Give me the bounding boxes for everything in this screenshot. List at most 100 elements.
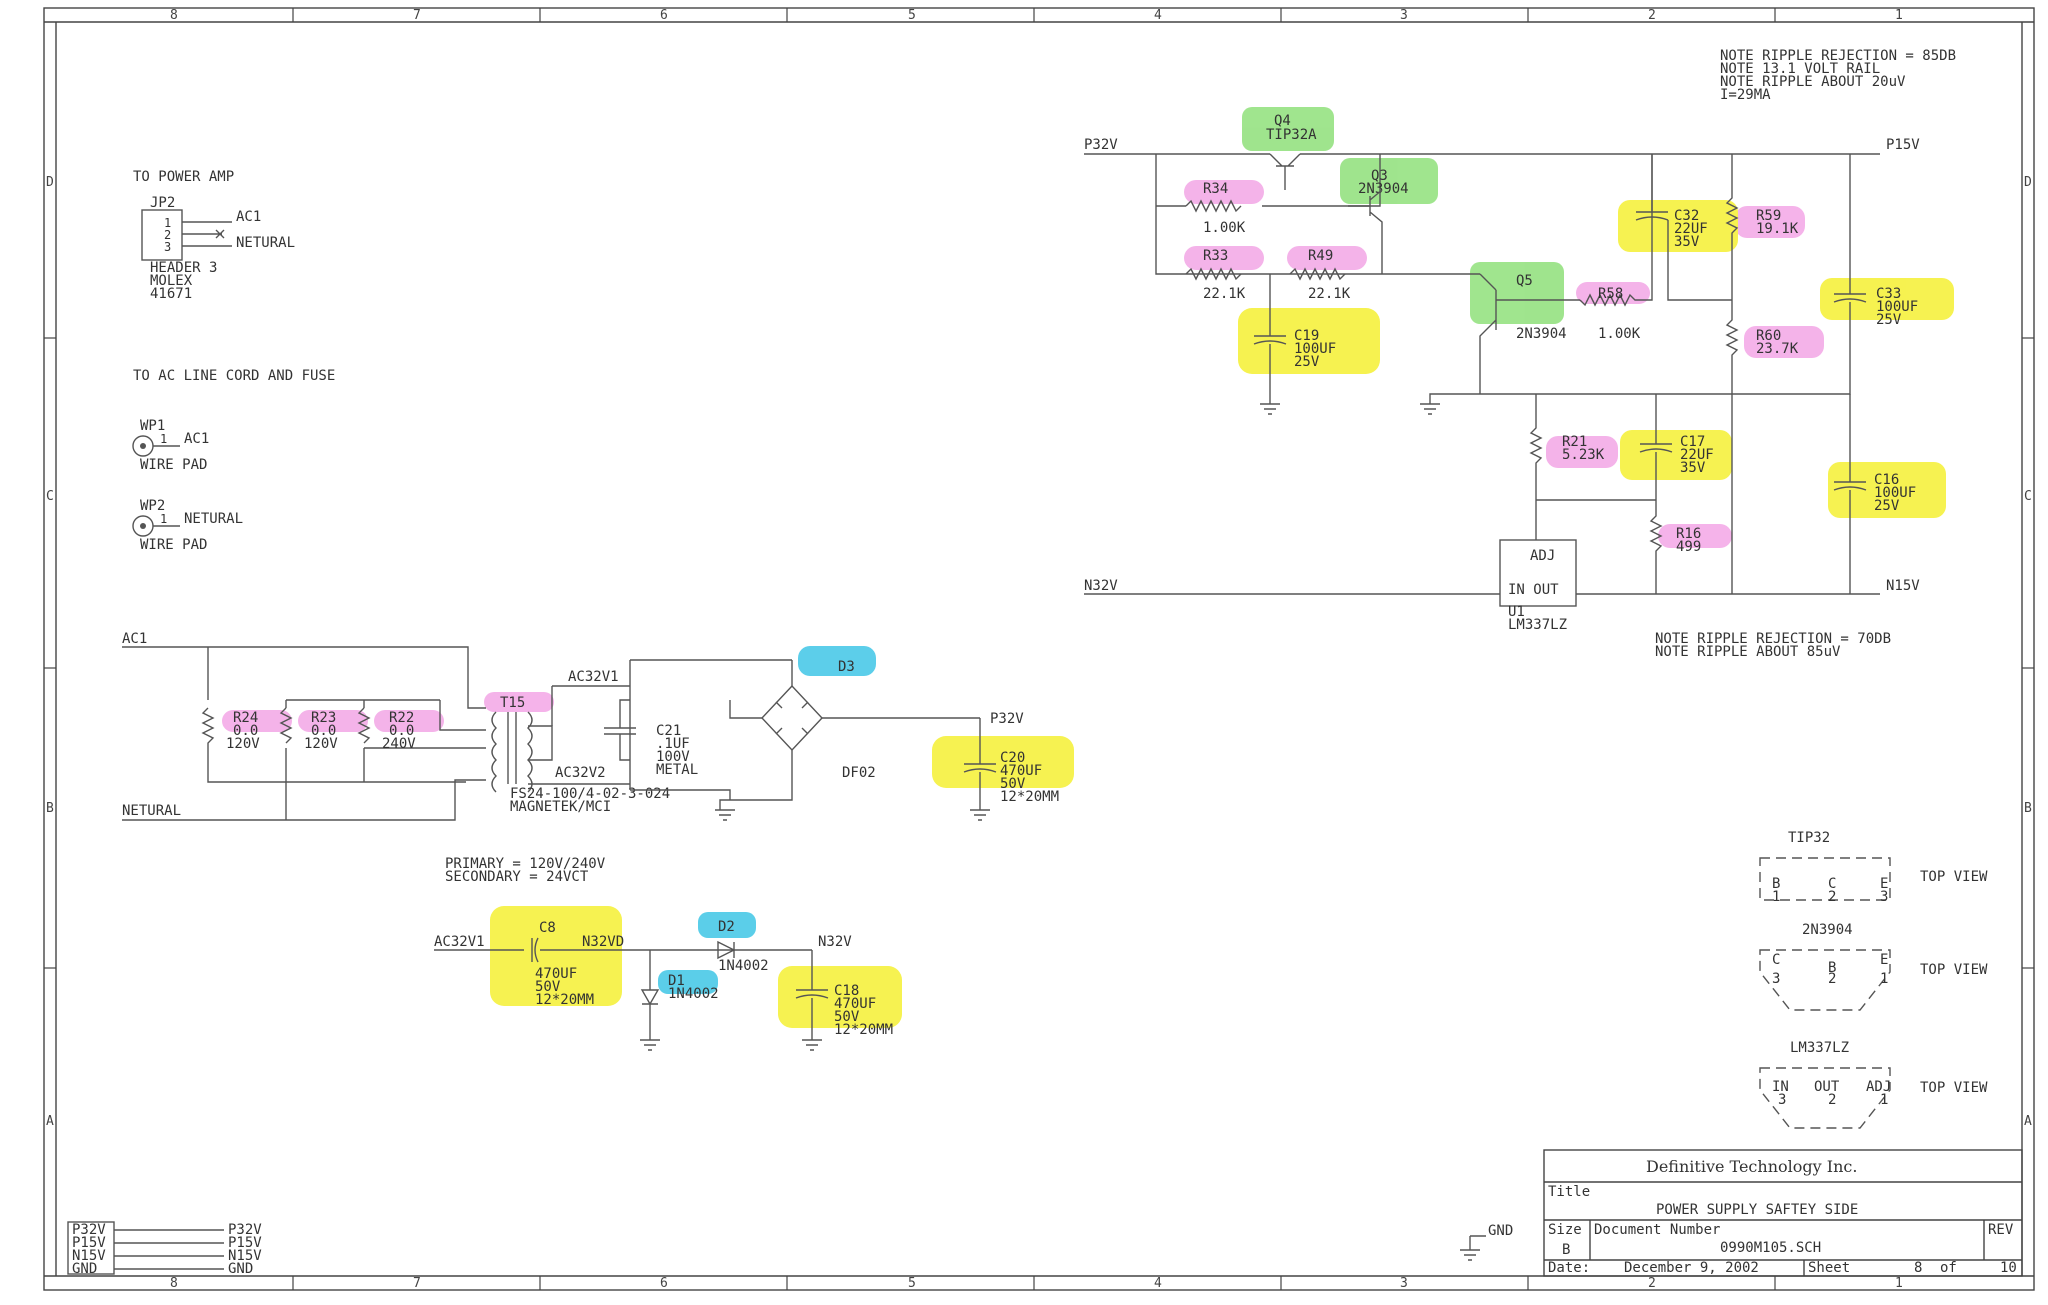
- pinout-lm337lz: LM337LZ IN OUT ADJ 3 2 1 TOP VIEW: [1759, 1040, 1988, 1129]
- to-power-amp-label: TO POWER AMP: [133, 169, 234, 185]
- power-legend: P32V P15V N15V GND P32V P15V N15V GND: [67, 1221, 262, 1277]
- q5-part: 2N3904: [1516, 326, 1567, 342]
- docnum-value: 0990M105.SCH: [1720, 1240, 1821, 1256]
- r24-refdes: R24: [233, 710, 258, 726]
- zone-top-7: 7: [413, 8, 421, 23]
- c21-value: .1UF: [656, 736, 690, 752]
- r58-refdes: R58: [1598, 286, 1623, 302]
- lm337-view: TOP VIEW: [1920, 1080, 1988, 1096]
- notes-bottom: NOTE RIPPLE REJECTION = 70DB NOTE RIPPLE…: [1655, 631, 1891, 660]
- n3904-num-3: 3: [1772, 971, 1780, 987]
- note-top-line-4: I=29MA: [1720, 87, 1771, 103]
- zone-side-a-right: A: [2024, 1114, 2032, 1129]
- r60-value: 23.7K: [1756, 341, 1799, 357]
- c19-value: 100UF: [1294, 341, 1336, 357]
- lm337-pin-adj: ADJ: [1866, 1079, 1891, 1095]
- lm337-pin-in: IN: [1772, 1079, 1789, 1095]
- legend-p15v: P15V: [228, 1235, 262, 1251]
- c33-value: 100UF: [1876, 299, 1918, 315]
- c20-value: 470UF: [1000, 763, 1042, 779]
- q5-refdes: Q5: [1516, 273, 1533, 289]
- q3-part: 2N3904: [1358, 181, 1409, 197]
- tip32-num-3: 3: [1880, 889, 1888, 905]
- r59-value: 19.1K: [1756, 221, 1799, 237]
- r33-value: 22.1K: [1203, 286, 1246, 302]
- note-bottom-line-1: NOTE RIPPLE REJECTION = 70DB: [1655, 631, 1891, 647]
- c21-type: METAL: [656, 762, 698, 778]
- r22-rating: 240V: [382, 736, 416, 752]
- gnd-symbol: GND: [1460, 1223, 1513, 1261]
- zone-side-d-right: D: [2024, 175, 2032, 190]
- r24-rating: 120V: [226, 736, 260, 752]
- wp1-wire-pad: WIRE PAD: [140, 457, 207, 473]
- gnd-label: GND: [1488, 1223, 1513, 1239]
- zone-top-2: 2: [1648, 8, 1656, 23]
- title-block: Definitive Technology Inc. Title POWER S…: [1543, 1149, 2023, 1277]
- size-value: B: [1562, 1242, 1570, 1258]
- c19-voltage: 25V: [1294, 354, 1320, 370]
- wp2-wire-pad: WIRE PAD: [140, 537, 207, 553]
- zone-side-b-right: B: [2024, 801, 2032, 816]
- docnum-label: Document Number: [1594, 1222, 1720, 1238]
- date-label: Date:: [1548, 1260, 1590, 1276]
- jp2-refdes: JP2: [150, 195, 175, 211]
- c21-voltage: 100V: [656, 749, 690, 765]
- lm337-num-1: 1: [1880, 1092, 1888, 1108]
- tip32-pin-e: E: [1880, 876, 1888, 892]
- sheet-title: POWER SUPPLY SAFTEY SIDE: [1656, 1202, 1858, 1218]
- zone-bottom-7: 7: [413, 1276, 421, 1291]
- legend-p32v: P32V: [228, 1222, 262, 1238]
- jp2-netural-label: NETURAL: [236, 235, 295, 251]
- sheet-total: 10: [2000, 1260, 2017, 1276]
- r23-refdes: R23: [311, 710, 336, 726]
- c18-value: 470UF: [834, 996, 876, 1012]
- u1-refdes: U1: [1508, 604, 1525, 620]
- c18-size: 12*20MM: [834, 1022, 893, 1038]
- legend-box-n15v: N15V: [72, 1248, 106, 1264]
- c32-refdes: C32: [1674, 208, 1699, 224]
- r34-refdes: R34: [1203, 181, 1228, 197]
- note-secondary: SECONDARY = 24VCT: [445, 869, 589, 885]
- n3904-num-1: 1: [1880, 971, 1888, 987]
- note-top-line-2: NOTE 13.1 VOLT RAIL: [1720, 61, 1880, 77]
- legend-box-gnd: GND: [72, 1261, 97, 1277]
- q4-refdes: Q4: [1274, 113, 1291, 129]
- c20-size: 12*20MM: [1000, 789, 1059, 805]
- n3904-pin-c: C: [1772, 952, 1780, 968]
- t15-refdes: T15: [500, 695, 525, 711]
- d1-part: 1N4002: [668, 986, 719, 1002]
- to-ac-line-label: TO AC LINE CORD AND FUSE: [133, 368, 335, 384]
- zone-bottom-6: 6: [660, 1276, 668, 1291]
- u1-in-out: IN OUT: [1508, 582, 1559, 598]
- c17-voltage: 35V: [1680, 460, 1706, 476]
- c16-refdes: C16: [1874, 472, 1899, 488]
- n3904-view: TOP VIEW: [1920, 962, 1988, 978]
- zone-top-5: 5: [908, 8, 916, 23]
- p32v-bridge-label: P32V: [990, 711, 1024, 727]
- note-top-line-3: NOTE RIPPLE ABOUT 20uV: [1720, 74, 1906, 90]
- c32-voltage: 35V: [1674, 234, 1700, 250]
- q3-refdes: Q3: [1371, 168, 1388, 184]
- n32v-label: N32V: [818, 934, 852, 950]
- notes-primary: PRIMARY = 120V/240V SECONDARY = 24VCT: [445, 856, 606, 885]
- lm337-title: LM337LZ: [1790, 1040, 1849, 1056]
- n3904-title: 2N3904: [1802, 922, 1853, 938]
- ac32v1-label: AC32V1: [568, 669, 619, 685]
- zone-side-b: B: [46, 801, 54, 816]
- header-maker: MOLEX: [150, 273, 193, 289]
- r21-value: 5.23K: [1562, 447, 1605, 463]
- c19-refdes: C19: [1294, 328, 1319, 344]
- wire-pads: TO AC LINE CORD AND FUSE WP1 1 AC1 WIRE …: [132, 368, 335, 553]
- zone-bottom-5: 5: [908, 1276, 916, 1291]
- wp1-ac1: AC1: [184, 431, 209, 447]
- zone-side-a: A: [46, 1114, 54, 1129]
- zone-side-d: D: [46, 175, 54, 190]
- zone-bottom-3: 3: [1400, 1276, 1408, 1291]
- r34-value: 1.00K: [1203, 220, 1246, 236]
- c33-voltage: 25V: [1876, 312, 1902, 328]
- c18-refdes: C18: [834, 983, 859, 999]
- tip32-pin-b: B: [1772, 876, 1780, 892]
- r16-refdes: R16: [1676, 526, 1701, 542]
- r22-refdes: R22: [389, 710, 414, 726]
- n15v-label: N15V: [1886, 578, 1920, 594]
